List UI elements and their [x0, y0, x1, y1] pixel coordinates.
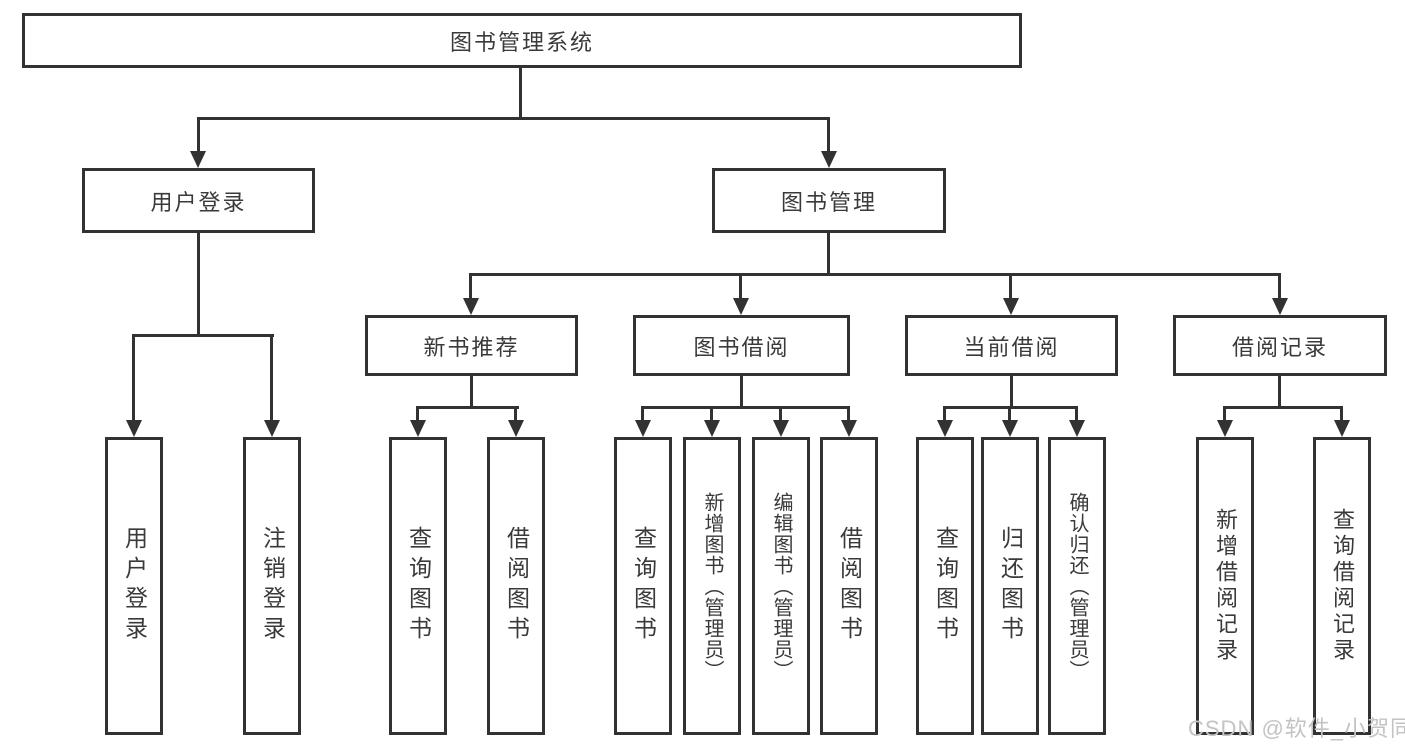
leaf-logout: 注销登录 — [243, 437, 301, 735]
node-user-login: 用户登录 — [82, 168, 315, 233]
leaf-query-books-current: 查询图书 — [916, 437, 974, 735]
connector-line — [132, 334, 274, 337]
connector-line — [1278, 273, 1281, 301]
connector-line — [416, 406, 519, 409]
leaf-label: 借阅图书 — [836, 526, 863, 646]
arrow-down-icon — [190, 151, 206, 168]
arrow-down-icon — [773, 420, 789, 437]
leaf-label: 新增借阅记录 — [1213, 508, 1238, 664]
connector-line — [739, 273, 742, 301]
leaf-query-books-borrow: 查询图书 — [614, 437, 672, 735]
leaf-label: 新增图书（管理员） — [701, 491, 723, 681]
node-book-management-label: 图书管理 — [780, 189, 877, 215]
leaf-edit-books-admin: 编辑图书（管理员） — [752, 437, 810, 735]
connector-line — [1278, 376, 1281, 408]
arrow-down-icon — [1069, 420, 1085, 437]
arrow-down-icon — [937, 420, 953, 437]
connector-line — [469, 273, 472, 301]
arrow-down-icon — [733, 298, 749, 315]
leaf-borrow-books: 借阅图书 — [820, 437, 878, 735]
arrow-down-icon — [1217, 420, 1233, 437]
node-user-login-label: 用户登录 — [150, 189, 247, 215]
connector-line — [519, 68, 522, 118]
connector-line — [1010, 376, 1013, 408]
leaf-query-books-recommend: 查询图书 — [389, 437, 447, 735]
connector-line — [1008, 406, 1011, 423]
connector-line — [270, 334, 273, 423]
node-borrow-records-label: 借阅记录 — [1231, 334, 1328, 360]
arrow-down-icon — [1002, 420, 1018, 437]
connector-line — [847, 406, 850, 423]
arrow-down-icon — [410, 420, 426, 437]
connector-line — [197, 117, 830, 120]
leaf-label: 编辑图书（管理员） — [770, 491, 792, 681]
connector-line — [641, 406, 644, 423]
arrow-down-icon — [1003, 298, 1019, 315]
connector-line — [197, 117, 200, 153]
connector-line — [197, 233, 200, 337]
leaf-query-borrow-record: 查询借阅记录 — [1313, 437, 1371, 735]
leaf-add-books-admin: 新增图书（管理员） — [683, 437, 741, 735]
connector-line — [827, 233, 830, 276]
arrow-down-icon — [821, 151, 837, 168]
leaf-borrow-books-recommend: 借阅图书 — [487, 437, 545, 735]
leaf-label: 查询图书 — [932, 526, 959, 646]
node-current-borrow-label: 当前借阅 — [963, 334, 1060, 360]
csdn-watermark: CSDN @软件_小贺同学 — [1188, 716, 1405, 741]
leaf-label: 归还图书 — [997, 526, 1024, 646]
node-root: 图书管理系统 — [22, 13, 1022, 68]
node-borrow-records: 借阅记录 — [1173, 315, 1387, 376]
leaf-label: 查询借阅记录 — [1330, 508, 1355, 664]
node-book-borrow: 图书借阅 — [633, 315, 850, 376]
arrow-down-icon — [508, 420, 524, 437]
arrow-down-icon — [635, 420, 651, 437]
leaf-label: 借阅图书 — [503, 526, 530, 646]
leaf-return-books: 归还图书 — [981, 437, 1039, 735]
connector-line — [641, 406, 850, 409]
leaf-add-borrow-record: 新增借阅记录 — [1196, 437, 1254, 735]
arrow-down-icon — [704, 420, 720, 437]
node-new-book-recommend-label: 新书推荐 — [423, 334, 520, 360]
connector-line — [779, 406, 782, 423]
leaf-confirm-return-admin: 确认归还（管理员） — [1048, 437, 1106, 735]
connector-line — [1340, 406, 1343, 423]
connector-line — [1223, 406, 1226, 423]
connector-line — [943, 406, 946, 423]
connector-line — [1223, 406, 1343, 409]
leaf-user-login: 用户登录 — [105, 437, 163, 735]
leaf-label: 查询图书 — [405, 526, 432, 646]
leaf-label: 用户登录 — [121, 526, 148, 646]
arrow-down-icon — [1272, 298, 1288, 315]
connector-line — [740, 376, 743, 408]
connector-line — [470, 376, 473, 408]
arrow-down-icon — [126, 420, 142, 437]
node-book-management: 图书管理 — [712, 168, 946, 233]
node-book-borrow-label: 图书借阅 — [693, 334, 790, 360]
connector-line — [514, 406, 517, 423]
connector-line — [1009, 273, 1012, 301]
arrow-down-icon — [264, 420, 280, 437]
arrow-down-icon — [1334, 420, 1350, 437]
arrow-down-icon — [463, 298, 479, 315]
node-current-borrow: 当前借阅 — [905, 315, 1118, 376]
connector-line — [416, 406, 419, 423]
leaf-label: 查询图书 — [630, 526, 657, 646]
node-root-label: 图书管理系统 — [449, 29, 594, 55]
connector-line — [469, 273, 1281, 276]
connector-line — [710, 406, 713, 423]
leaf-label: 确认归还（管理员） — [1066, 491, 1088, 681]
connector-line — [132, 334, 135, 423]
arrow-down-icon — [841, 420, 857, 437]
connector-line — [827, 117, 830, 153]
node-new-book-recommend: 新书推荐 — [365, 315, 578, 376]
leaf-label: 注销登录 — [259, 526, 286, 646]
connector-line — [1075, 406, 1078, 423]
